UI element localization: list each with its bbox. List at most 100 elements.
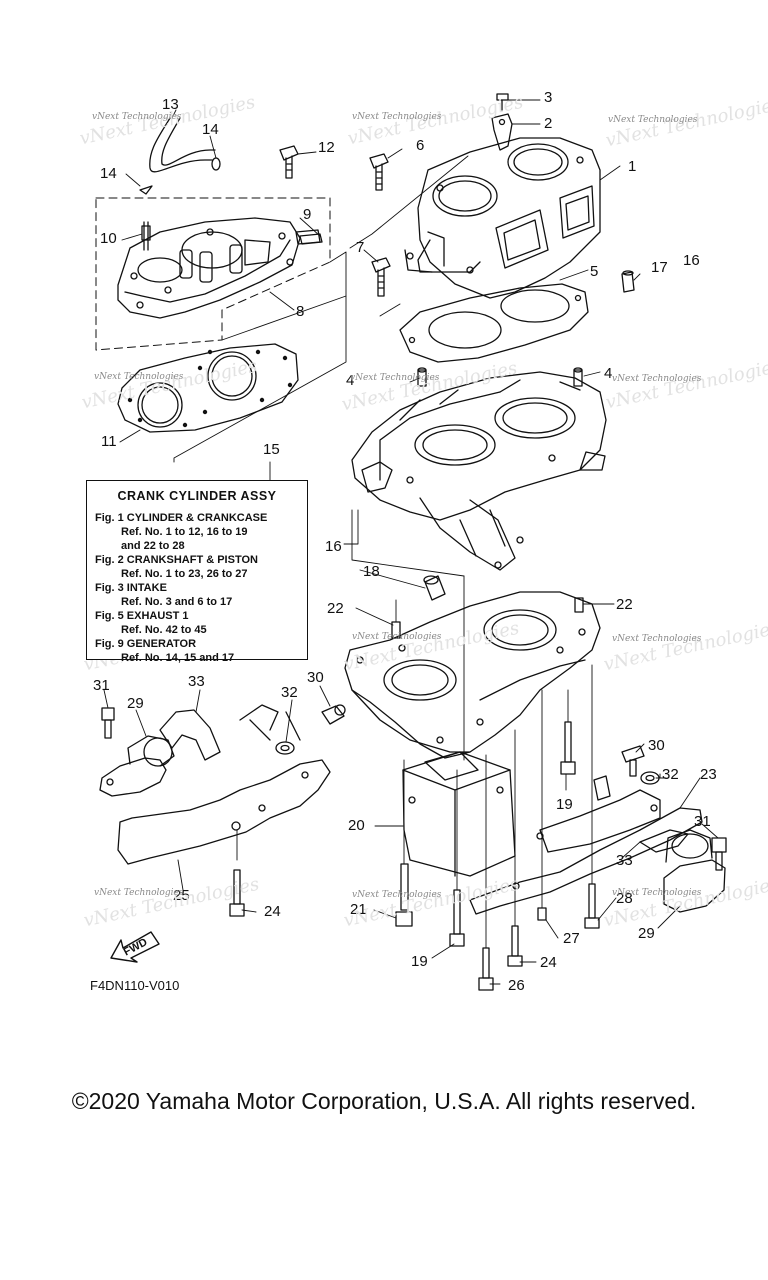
callout-17: 17 <box>651 259 668 276</box>
callout-16: 16 <box>325 538 342 555</box>
head-gasket-part-11 <box>117 343 299 433</box>
assembly-leader-lines <box>395 575 593 949</box>
bolt-part-12 <box>279 145 299 179</box>
callout-15: 15 <box>263 441 280 458</box>
callout-22: 22 <box>327 600 344 617</box>
bolt-part-30b <box>621 745 645 777</box>
dowel-part-4b <box>573 367 583 387</box>
forward-arrow-icon: FWD <box>107 922 163 969</box>
bolt-part-31b <box>711 837 727 871</box>
crank-cylinder-assy-box: CRANK CYLINDER ASSY Fig. 1 CYLINDER & CR… <box>86 480 308 664</box>
callout-22: 22 <box>616 596 633 613</box>
head-cover-dashed-box <box>95 197 331 351</box>
fig-1-ref: and 22 to 28 <box>121 540 185 552</box>
plug-part-9 <box>295 229 321 245</box>
callout-31: 31 <box>694 813 711 830</box>
pin-part-10 <box>141 225 151 241</box>
callout-leader-lines <box>103 99 719 985</box>
callout-23: 23 <box>700 766 717 783</box>
washer-part-32a <box>275 741 295 755</box>
callout-5: 5 <box>590 263 599 280</box>
callout-19: 19 <box>556 796 573 813</box>
fig-9-line: Fig. 9 GENERATOR <box>95 638 197 650</box>
crank-box-title: CRANK CYLINDER ASSY <box>117 489 277 503</box>
callout-13: 13 <box>162 96 179 113</box>
bolt-part-7 <box>371 257 391 297</box>
callout-24: 24 <box>540 954 557 971</box>
callout-33: 33 <box>188 673 205 690</box>
fig-1-line: Fig. 1 CYLINDER & CRANKCASE <box>95 512 268 524</box>
callout-7: 7 <box>356 239 365 256</box>
plate-part-33a <box>159 709 221 761</box>
bolt-part-6 <box>369 153 389 191</box>
base-gasket-part-5 <box>399 283 589 363</box>
callout-10: 10 <box>100 230 117 247</box>
callout-20: 20 <box>348 817 365 834</box>
watermark: vNext Technologies <box>94 888 184 898</box>
watermark: vNext Technologies <box>350 373 440 383</box>
callout-4: 4 <box>604 365 613 382</box>
callout-31: 31 <box>93 677 110 694</box>
watermark: vNext Technologies <box>94 372 184 382</box>
watermark: vNext Technologies <box>352 890 442 900</box>
callout-25: 25 <box>173 887 190 904</box>
fitting-part-30a <box>321 704 346 725</box>
bolt-part-31a <box>101 707 115 739</box>
fig-1-ref: Ref. No. 1 to 12, 16 to 19 <box>121 526 248 538</box>
callout-9: 9 <box>303 206 312 223</box>
fig-9-ref: Ref. No. 14, 15 and 17 <box>121 652 235 664</box>
bracket-part-2 <box>491 113 513 151</box>
callout-28: 28 <box>616 890 633 907</box>
watermark: vNext Technologies <box>92 112 182 122</box>
callout-14: 14 <box>202 121 219 138</box>
callout-29: 29 <box>638 925 655 942</box>
mount-bracket-part-25 <box>117 704 331 865</box>
callout-29: 29 <box>127 695 144 712</box>
tank-part-20 <box>402 751 516 877</box>
callout-1: 1 <box>628 158 637 175</box>
bolt-part-21 <box>395 863 413 927</box>
watermark: vNext Technologies <box>612 888 702 898</box>
callout-26: 26 <box>508 977 525 994</box>
sleeve-part-18 <box>423 575 446 601</box>
callout-8: 8 <box>296 303 305 320</box>
mount-part-29b <box>663 829 726 913</box>
callout-12: 12 <box>318 139 335 156</box>
bolt-part-19b <box>449 889 465 947</box>
fig-5-line: Fig. 5 EXHAUST 1 <box>95 610 189 622</box>
callout-14: 14 <box>100 165 117 182</box>
dowel-part-4a <box>417 367 427 387</box>
callout-4: 4 <box>346 372 355 389</box>
bolt-part-26 <box>478 947 494 991</box>
mount-bracket-part-23 <box>469 775 703 915</box>
fig-2-ref: Ref. No. 1 to 23, 26 to 27 <box>121 568 248 580</box>
upper-crankcase-part-16 <box>351 371 607 571</box>
mount-part-29a <box>99 735 175 797</box>
lower-crankcase <box>344 591 601 759</box>
callout-33: 33 <box>616 852 633 869</box>
cylinder-block-part-1 <box>404 137 601 299</box>
callout-6: 6 <box>416 137 425 154</box>
callout-19: 19 <box>411 953 428 970</box>
copyright-notice: ©2020 Yamaha Motor Corporation, U.S.A. A… <box>71 1088 697 1114</box>
diagram-drawing <box>95 93 727 991</box>
callout-11: 11 <box>101 433 117 450</box>
watermark: vNext Technologies <box>352 112 442 122</box>
callout-24: 24 <box>264 903 281 920</box>
fig-3-ref: Ref. No. 3 and 6 to 17 <box>121 596 233 608</box>
callout-27: 27 <box>563 930 580 947</box>
watermark: vNext Technologies <box>352 632 442 642</box>
bolt-part-28 <box>584 883 600 929</box>
bolt-part-24b <box>507 925 523 967</box>
callout-30: 30 <box>648 737 665 754</box>
bolt-part-19a <box>560 721 576 775</box>
callout-3: 3 <box>544 89 553 106</box>
fig-2-line: Fig. 2 CRANKSHAFT & PISTON <box>95 554 258 566</box>
callout-2: 2 <box>544 115 553 132</box>
fig-3-line: Fig. 3 INTAKE <box>95 582 167 594</box>
callout-30: 30 <box>307 669 324 686</box>
callout-18: 18 <box>363 563 380 580</box>
callout-32: 32 <box>281 684 298 701</box>
watermark: vNext Technologies <box>612 374 702 384</box>
hose-part-13 <box>139 117 221 195</box>
